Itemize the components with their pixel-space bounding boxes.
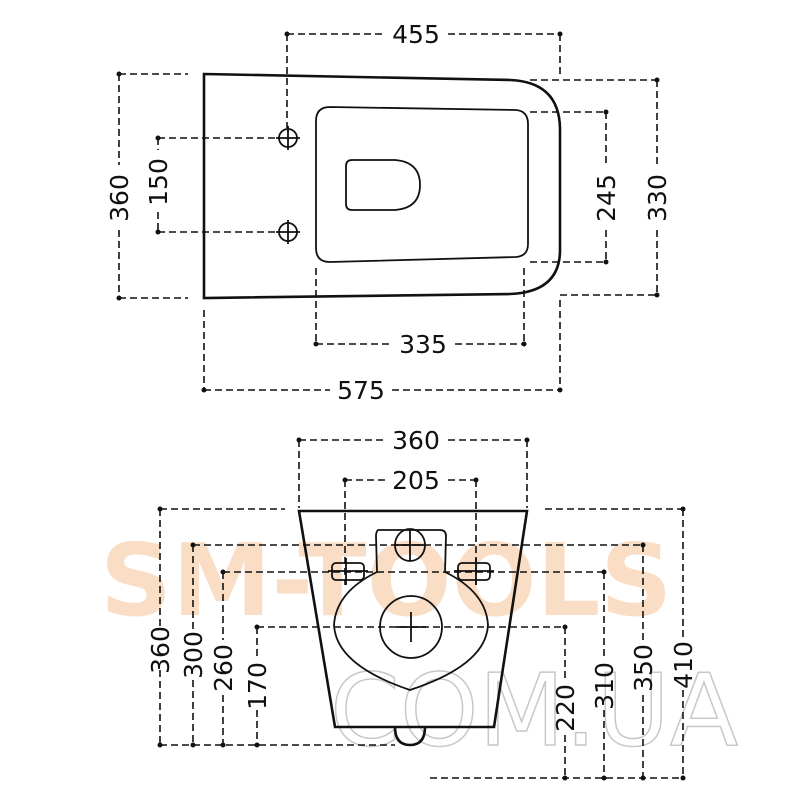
- dim-h-360: 360: [146, 626, 175, 674]
- dim-h-220: 220: [551, 684, 580, 732]
- dim-150: 150: [144, 158, 173, 206]
- dim-205: 205: [392, 466, 440, 495]
- toilet-outline-front: [297, 509, 529, 729]
- front-view: 360 205 360 300 260 170 220 310 350 410: [146, 426, 698, 781]
- dim-h-300: 300: [179, 631, 208, 679]
- bowl-outline: [315, 106, 529, 263]
- upper-hole: [394, 528, 426, 562]
- watermark-line1: SM-TOOLS: [100, 522, 672, 639]
- dim-h-350: 350: [629, 644, 658, 692]
- watermark-line2: COM.UA: [330, 652, 738, 769]
- dim-360-top: 360: [105, 174, 134, 222]
- top-view: 455 360 150 245 330 335 575: [105, 20, 672, 405]
- dim-h-260: 260: [209, 644, 238, 692]
- toilet-outline-top: [202, 72, 562, 300]
- dim-330: 330: [643, 174, 672, 222]
- dim-360-front: 360: [392, 426, 440, 455]
- dim-h-170: 170: [243, 662, 272, 710]
- hook-icon: [393, 726, 427, 747]
- dim-455: 455: [392, 20, 440, 49]
- dim-h-410: 410: [669, 641, 698, 689]
- dim-335: 335: [399, 330, 447, 359]
- dim-h-310: 310: [590, 662, 619, 710]
- dim-245: 245: [592, 174, 621, 222]
- drain-outline: [345, 159, 421, 211]
- dim-575: 575: [337, 376, 385, 405]
- watermark: SM-TOOLS COM.UA: [100, 522, 739, 770]
- mounting-plate: [333, 529, 489, 691]
